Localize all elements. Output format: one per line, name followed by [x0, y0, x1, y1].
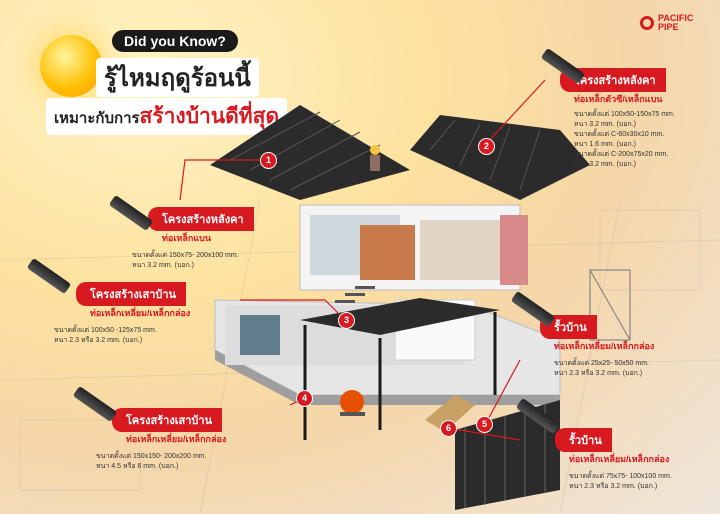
callout-spec: หนา 2.3 หรือ 3.2 mm. (บอก.) [554, 370, 643, 377]
marker-6: 6 [440, 420, 457, 437]
logo-icon [640, 16, 654, 30]
callout-spec: ขนาดตั้งแต่ 25x25- 50x50 mm. [554, 360, 649, 367]
marker-5: 5 [476, 416, 493, 433]
callout-title: โครงสร้างหลังคา [148, 207, 254, 231]
callout-spec: หนา 1.6 mm. (บอก.) [574, 141, 636, 148]
callout-spec: ขนาดตั้งแต่ C-200x75x20 mm. [574, 151, 669, 158]
callout-subtitle: ท่อเหล็กเหลี่ยม/เหล็กกล่อง [569, 454, 670, 464]
callout-spec: ขนาดตั้งแต่ 150x75- 200x100 mm. [132, 252, 239, 259]
marker-1: 1 [260, 152, 277, 169]
callout-subtitle: ท่อเหล็กตัวซี/เหล็กแบน [574, 94, 663, 104]
callout-subtitle: ท่อเหล็กแบน [162, 233, 211, 243]
logo-text: PACIFIC PIPE [658, 13, 694, 32]
callout-spec: ขนาดตั้งแต่ 75x75- 100x100 mm. [569, 473, 672, 480]
callout-spec: ขนาดตั้งแต่ 150x150- 200x200 mm. [96, 453, 207, 460]
marker-2: 2 [478, 138, 495, 155]
headline-highlight: สร้างบ้านดีที่สุด [139, 105, 280, 128]
marker-3: 3 [338, 312, 355, 329]
callout-title: โครงสร้างเสาบ้าน [112, 408, 223, 432]
callout-spec: หนา 4.5 หรือ 6 mm. (บอก.) [96, 463, 179, 470]
callout-spec: หนา 3.2 mm. (บอก.) [574, 161, 636, 168]
callout-subtitle: ท่อเหล็กเหลี่ยม/เหล็กกล่อง [90, 308, 191, 318]
callout-title: รั้วบ้าน [555, 428, 612, 452]
callout-5: รั้วบ้าน ท่อเหล็กเหลี่ยม/เหล็กกล่อง ขนาด… [510, 290, 655, 379]
callout-subtitle: ท่อเหล็กเหลี่ยม/เหล็กกล่อง [554, 341, 655, 351]
pacific-pipe-logo: PACIFIC PIPE [640, 14, 700, 32]
callout-spec: ขนาดตั้งแต่ 100x50-150x75 mm. [574, 111, 675, 118]
headline-prefix: เหมาะกับการ [54, 110, 140, 127]
callout-1: โครงสร้างหลังคา ท่อเหล็กแบน ขนาดตั้งแต่ … [108, 194, 254, 271]
did-you-know-badge: Did you Know? [112, 30, 238, 52]
callout-4: โครงสร้างเสาบ้าน ท่อเหล็กเหลี่ยม/เหล็กกล… [72, 385, 227, 472]
callout-spec: หนา 2.3 หรือ 3.2 mm. (บอก.) [569, 483, 658, 490]
callout-spec: หนา 2.3 หรือ 3.2 mm. (บอก.) [54, 337, 143, 344]
callout-spec: ขนาดตั้งแต่ 100x50 -125x75 mm. [54, 327, 157, 334]
callout-spec: ขนาดตั้งแต่ C-60x30x10 mm. [574, 131, 665, 138]
callout-3: โครงสร้างเสาบ้าน ท่อเหล็กเหลี่ยม/เหล็กกล… [26, 257, 191, 346]
callout-subtitle: ท่อเหล็กเหลี่ยม/เหล็กกล่อง [126, 434, 227, 444]
callout-title: โครงสร้างเสาบ้าน [76, 282, 187, 306]
callout-6: รั้วบ้าน ท่อเหล็กเหลี่ยม/เหล็กกล่อง ขนาด… [515, 397, 672, 492]
marker-4: 4 [296, 390, 313, 407]
callout-2: โครงสร้างหลังคา ท่อเหล็กตัวซี/เหล็กแบน ข… [540, 47, 675, 170]
headline-line2: เหมาะกับการสร้างบ้านดีที่สุด [46, 98, 288, 135]
headline-line1: รู้ไหมฤดูร้อนนี้ [96, 58, 259, 97]
callout-spec: หนา 3.2 mm. (บอก.) [132, 262, 194, 269]
callout-spec: หนา 3.2 mm. (บอก.) [574, 121, 636, 128]
